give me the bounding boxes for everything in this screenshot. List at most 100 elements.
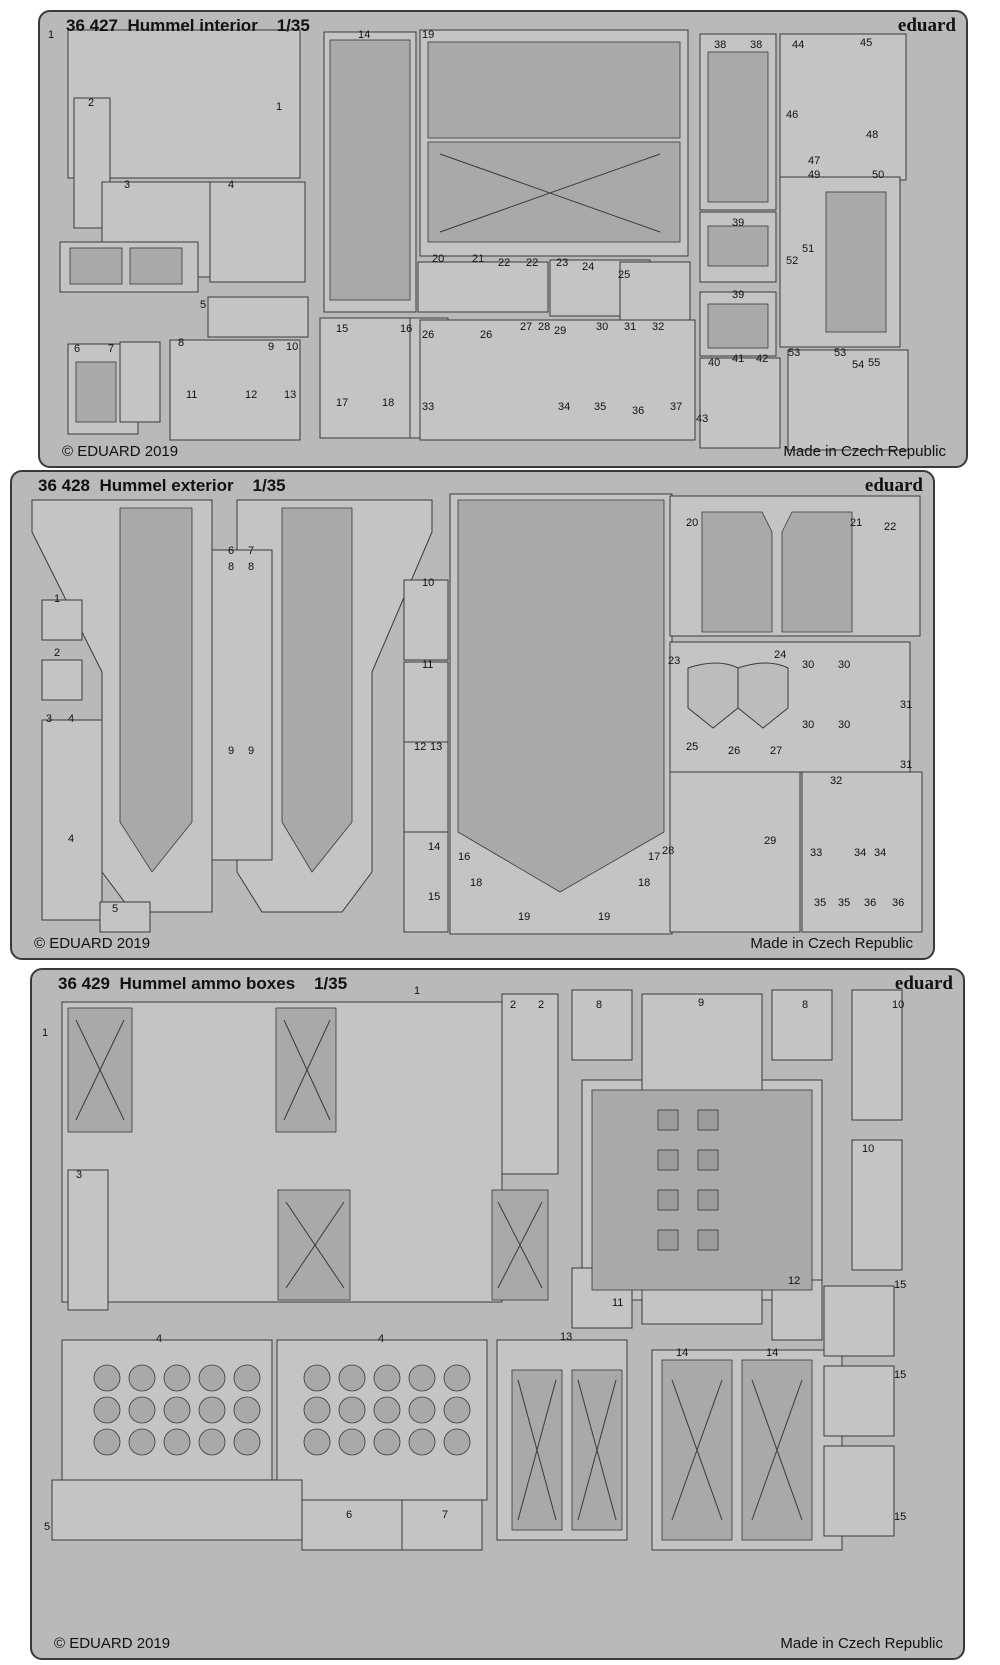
fret-exterior-header: 36 428 Hummel exterior 1/35 — [38, 476, 286, 496]
svg-text:14: 14 — [358, 29, 370, 41]
svg-text:23: 23 — [668, 655, 680, 667]
svg-text:10: 10 — [422, 577, 434, 589]
svg-text:7: 7 — [108, 343, 114, 355]
svg-text:2: 2 — [538, 999, 544, 1011]
svg-text:1: 1 — [42, 1027, 48, 1039]
fret-scale: 1/35 — [252, 476, 286, 495]
svg-text:4: 4 — [156, 1333, 162, 1345]
svg-text:29: 29 — [764, 835, 776, 847]
svg-text:15: 15 — [894, 1511, 906, 1523]
svg-text:17: 17 — [648, 851, 660, 863]
fret-title: Hummel exterior — [99, 476, 234, 495]
svg-text:49: 49 — [808, 169, 820, 181]
svg-text:36: 36 — [864, 897, 876, 909]
svg-text:41: 41 — [732, 353, 744, 365]
svg-text:30: 30 — [838, 719, 850, 731]
svg-text:44: 44 — [792, 39, 804, 51]
svg-text:34: 34 — [558, 401, 570, 413]
svg-text:28: 28 — [538, 321, 550, 333]
svg-text:17: 17 — [336, 397, 348, 409]
svg-text:19: 19 — [598, 911, 610, 923]
svg-text:51: 51 — [802, 243, 814, 255]
svg-text:8: 8 — [228, 561, 234, 573]
svg-text:16: 16 — [458, 851, 470, 863]
fret-ammo-header: 36 429 Hummel ammo boxes 1/35 — [58, 974, 347, 994]
svg-text:14: 14 — [766, 1347, 778, 1359]
svg-text:6: 6 — [346, 1509, 352, 1521]
svg-text:22: 22 — [884, 521, 896, 533]
svg-text:7: 7 — [442, 1509, 448, 1521]
svg-text:27: 27 — [520, 321, 532, 333]
svg-text:3: 3 — [46, 713, 52, 725]
fret-title: Hummel ammo boxes — [119, 974, 296, 993]
svg-text:38: 38 — [714, 39, 726, 51]
svg-text:42: 42 — [756, 353, 768, 365]
svg-text:6: 6 — [74, 343, 80, 355]
svg-text:3: 3 — [124, 179, 130, 191]
svg-text:13: 13 — [560, 1331, 572, 1343]
brand-logo: eduard — [864, 475, 923, 496]
svg-text:38: 38 — [750, 39, 762, 51]
svg-text:10: 10 — [862, 1143, 874, 1155]
copyright: © EDUARD 2019 — [62, 443, 179, 460]
svg-text:30: 30 — [596, 321, 608, 333]
svg-text:5: 5 — [200, 299, 206, 311]
svg-text:33: 33 — [810, 847, 822, 859]
svg-text:23: 23 — [556, 257, 568, 269]
svg-text:35: 35 — [594, 401, 606, 413]
svg-text:19: 19 — [518, 911, 530, 923]
svg-text:31: 31 — [624, 321, 636, 333]
svg-text:48: 48 — [866, 129, 878, 141]
svg-text:52: 52 — [786, 255, 798, 267]
svg-text:8: 8 — [596, 999, 602, 1011]
svg-text:11: 11 — [612, 1297, 623, 1309]
svg-text:26: 26 — [422, 329, 434, 341]
copyright: © EDUARD 2019 — [34, 935, 151, 952]
svg-text:31: 31 — [900, 699, 912, 711]
svg-text:5: 5 — [44, 1521, 50, 1533]
svg-text:27: 27 — [770, 745, 782, 757]
svg-text:13: 13 — [284, 389, 296, 401]
svg-text:14: 14 — [676, 1347, 688, 1359]
svg-text:9: 9 — [268, 341, 274, 353]
svg-text:9: 9 — [228, 745, 234, 757]
svg-text:9: 9 — [698, 997, 704, 1009]
svg-text:5: 5 — [112, 903, 118, 915]
svg-text:10: 10 — [892, 999, 904, 1011]
svg-text:13: 13 — [430, 741, 442, 753]
svg-text:26: 26 — [480, 329, 492, 341]
svg-text:15: 15 — [428, 891, 440, 903]
svg-text:2: 2 — [510, 999, 516, 1011]
svg-text:11: 11 — [186, 389, 197, 401]
svg-text:32: 32 — [652, 321, 664, 333]
svg-text:2: 2 — [54, 647, 60, 659]
svg-text:6: 6 — [228, 545, 234, 557]
svg-text:22: 22 — [526, 257, 538, 269]
svg-text:7: 7 — [248, 545, 254, 557]
svg-text:55: 55 — [868, 357, 880, 369]
fret-code: 36 427 — [66, 16, 118, 35]
svg-text:2: 2 — [88, 97, 94, 109]
svg-text:37: 37 — [670, 401, 682, 413]
svg-text:33: 33 — [422, 401, 434, 413]
svg-text:18: 18 — [638, 877, 650, 889]
svg-text:4: 4 — [68, 833, 74, 845]
svg-text:32: 32 — [830, 775, 842, 787]
svg-text:28: 28 — [662, 845, 674, 857]
svg-text:47: 47 — [808, 155, 820, 167]
svg-text:21: 21 — [850, 517, 862, 529]
svg-text:30: 30 — [838, 659, 850, 671]
copyright: © EDUARD 2019 — [54, 1635, 171, 1652]
svg-text:4: 4 — [228, 179, 234, 191]
svg-text:10: 10 — [286, 341, 298, 353]
svg-text:34: 34 — [874, 847, 886, 859]
svg-text:1: 1 — [276, 101, 282, 113]
svg-text:21: 21 — [472, 253, 484, 265]
svg-text:35: 35 — [838, 897, 850, 909]
fret-scale: 1/35 — [276, 16, 310, 35]
fret-scale: 1/35 — [314, 974, 348, 993]
